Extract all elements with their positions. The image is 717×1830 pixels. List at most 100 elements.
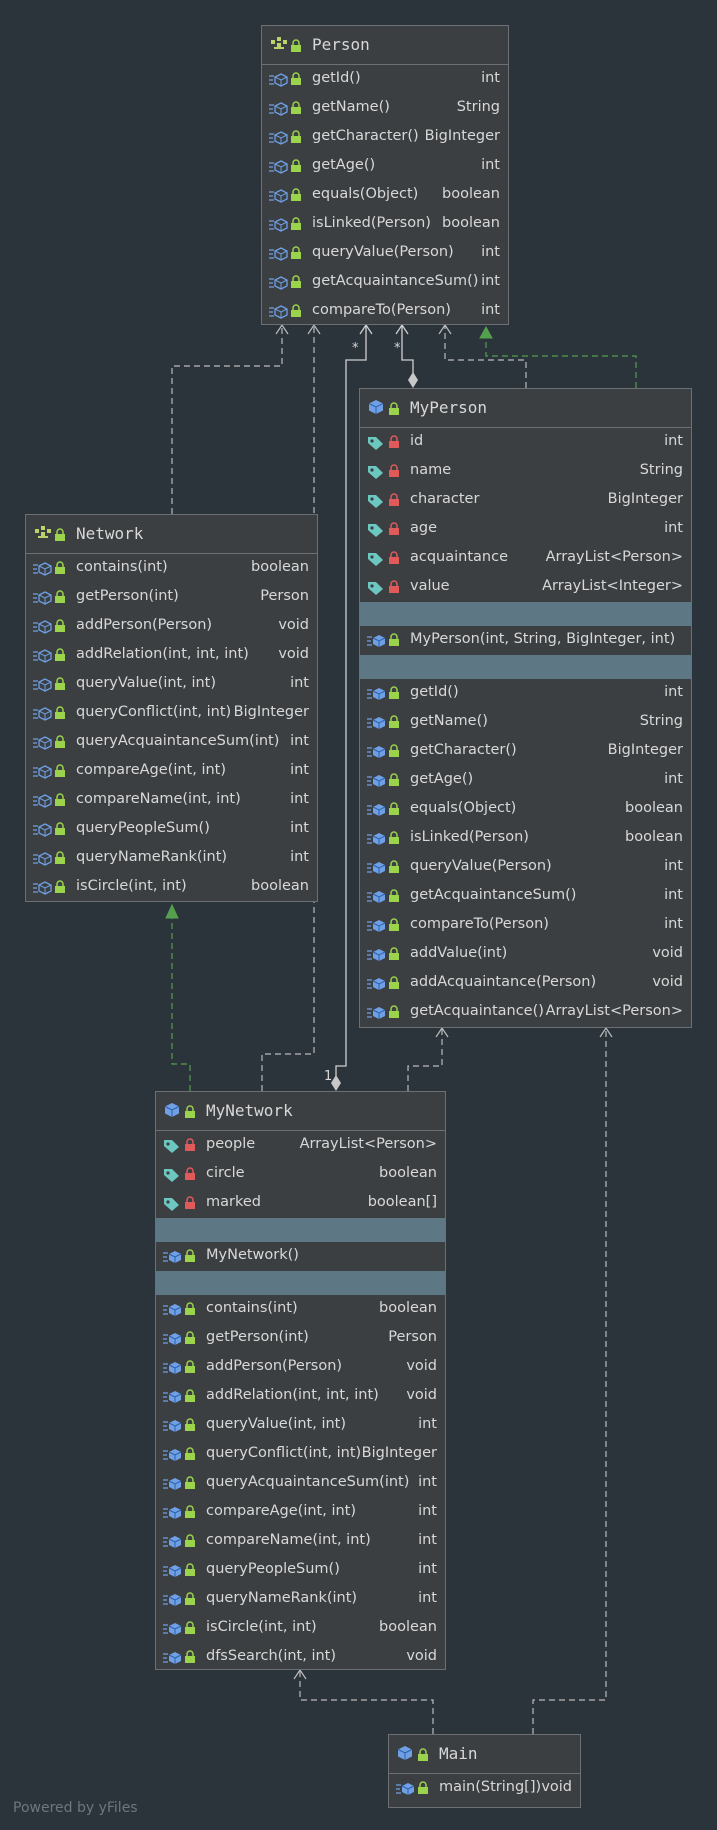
member-name: getAge(): [312, 157, 376, 173]
method-row[interactable]: getAge()int: [360, 766, 691, 795]
method-row[interactable]: getAcquaintanceSum()int: [360, 882, 691, 911]
method-row[interactable]: contains(int)boolean: [156, 1295, 445, 1324]
member-name: getAcquaintanceSum(): [410, 887, 577, 903]
method-row[interactable]: queryNameRank(int)int: [156, 1585, 445, 1614]
method-row[interactable]: getAcquaintance()ArrayList<Person>: [360, 998, 691, 1027]
method-icon: [162, 1592, 202, 1608]
method-row[interactable]: compareName(int, int)int: [26, 786, 317, 815]
member-name: getName(): [312, 99, 390, 115]
method-row[interactable]: isCircle(int, int)boolean: [26, 873, 317, 902]
method-row[interactable]: addRelation(int, int, int)void: [156, 1382, 445, 1411]
field-icon: [162, 1138, 202, 1154]
class-header: Network: [26, 515, 317, 553]
member-name: getAcquaintance(): [410, 1003, 544, 1019]
method-icon: [162, 1650, 202, 1666]
method-row[interactable]: getId()int: [262, 65, 508, 94]
method-row[interactable]: addPerson(Person)void: [156, 1353, 445, 1382]
method-row[interactable]: isLinked(Person)boolean: [262, 210, 508, 239]
method-icon: [162, 1418, 202, 1434]
method-row[interactable]: getName() String: [262, 94, 508, 123]
member-type: int: [290, 733, 309, 749]
class-main[interactable]: Main main(String[])void: [388, 1734, 581, 1808]
link-mynetwork-myperson: [407, 1028, 443, 1091]
method-row[interactable]: getAcquaintanceSum()int: [262, 268, 508, 297]
method-row[interactable]: getCharacter()BigInteger: [262, 123, 508, 152]
method-row[interactable]: queryNameRank(int)int: [26, 844, 317, 873]
method-row[interactable]: addPerson(Person)void: [26, 612, 317, 641]
method-row[interactable]: queryValue(Person)int: [262, 239, 508, 268]
method-row[interactable]: dfsSearch(int, int)void: [156, 1643, 445, 1672]
method-icon: [268, 130, 308, 146]
member-name: queryValue(Person): [410, 858, 552, 874]
method-row[interactable]: equals(Object)boolean: [360, 795, 691, 824]
method-row[interactable]: compareTo(Person)int: [262, 297, 508, 326]
member-type: int: [290, 820, 309, 836]
member-type: ArrayList<Integer>: [542, 578, 683, 594]
method-row[interactable]: queryPeopleSum()int: [26, 815, 317, 844]
member-type: int: [664, 858, 683, 874]
member-type: BigInteger: [607, 742, 683, 758]
method-row[interactable]: getId()int: [360, 679, 691, 708]
method-icon: [162, 1360, 202, 1376]
method-row[interactable]: queryConflict(int, int)BigInteger: [156, 1440, 445, 1469]
method-row[interactable]: getCharacter()BigInteger: [360, 737, 691, 766]
class-header: MyPerson: [360, 389, 691, 427]
method-row[interactable]: queryPeopleSum()int: [156, 1556, 445, 1585]
member-name: getPerson(int): [76, 588, 179, 604]
member-type: BigInteger: [607, 491, 683, 507]
member-type: int: [664, 684, 683, 700]
method-row[interactable]: queryConflict(int, int)BigInteger: [26, 699, 317, 728]
member-type: ArrayList<Person>: [545, 1003, 683, 1019]
field-icon: [366, 522, 406, 538]
method-row[interactable]: contains(int)boolean: [26, 554, 317, 583]
method-row[interactable]: getAge() int: [262, 152, 508, 181]
method-icon: [32, 706, 72, 722]
method-row[interactable]: compareAge(int, int)int: [156, 1498, 445, 1527]
method-row[interactable]: isLinked(Person)boolean: [360, 824, 691, 853]
method-icon: [162, 1621, 202, 1637]
link-myperson-realizes-person: [485, 338, 637, 388]
field-icon: [366, 493, 406, 509]
member-type: int: [481, 273, 500, 289]
member-type: String: [456, 99, 500, 115]
method-row[interactable]: addValue(int)void: [360, 940, 691, 969]
multiplicity-star-2: *: [394, 341, 401, 356]
method-icon: [32, 880, 72, 896]
constructor-row[interactable]: MyNetwork(): [156, 1242, 445, 1271]
method-row[interactable]: compareTo(Person)int: [360, 911, 691, 940]
method-row[interactable]: getPerson(int)Person: [156, 1324, 445, 1353]
method-row[interactable]: equals(Object)boolean: [262, 181, 508, 210]
method-row[interactable]: addAcquaintance(Person)void: [360, 969, 691, 998]
method-icon: [366, 744, 406, 760]
method-row[interactable]: compareName(int, int)int: [156, 1527, 445, 1556]
member-type: int: [481, 157, 500, 173]
method-row[interactable]: queryAcquaintanceSum(int)int: [26, 728, 317, 757]
method-row[interactable]: isCircle(int, int)boolean: [156, 1614, 445, 1643]
method-row[interactable]: compareAge(int, int)int: [26, 757, 317, 786]
member-name: age: [410, 520, 438, 536]
method-row[interactable]: main(String[])void: [389, 1774, 580, 1803]
method-row[interactable]: addRelation(int, int, int)void: [26, 641, 317, 670]
constructor-row[interactable]: MyPerson(int, String, BigInteger, int): [360, 626, 691, 655]
method-row[interactable]: queryValue(int, int)int: [156, 1411, 445, 1440]
method-row[interactable]: queryAcquaintanceSum(int)int: [156, 1469, 445, 1498]
class-name: MyPerson: [410, 398, 488, 417]
method-row[interactable]: getPerson(int)Person: [26, 583, 317, 612]
method-icon: [268, 275, 308, 291]
method-row[interactable]: queryValue(int, int)int: [26, 670, 317, 699]
method-row[interactable]: getName()String: [360, 708, 691, 737]
method-row[interactable]: queryValue(Person) int: [360, 853, 691, 882]
